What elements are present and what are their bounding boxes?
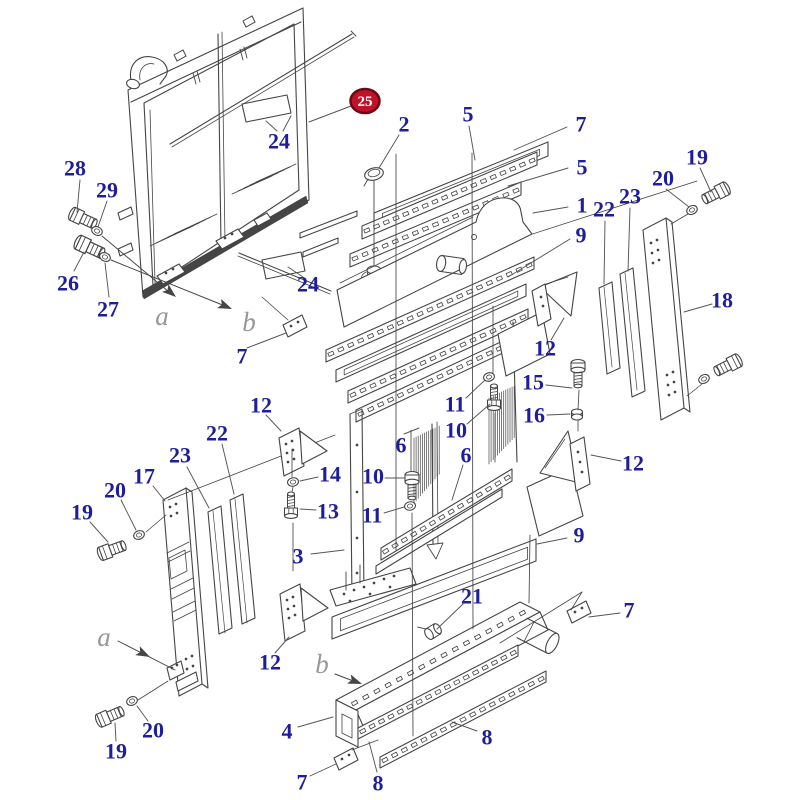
bracket-12-bottom-left	[279, 583, 329, 642]
bracket-12-left	[278, 427, 328, 477]
assembled-radiator	[117, 7, 310, 300]
part-callout-15-20: 15	[522, 370, 544, 395]
part-callout-8-44: 8	[482, 725, 493, 750]
part-callout-19-13: 19	[686, 145, 708, 170]
part-callout-6-25: 6	[461, 443, 472, 468]
part-callout-3-36: 3	[293, 544, 304, 569]
highlight-badge-text: 25	[358, 94, 373, 110]
letter-label-b-3: b	[315, 649, 329, 679]
part-callout-12-17: 12	[534, 336, 556, 361]
core-3	[329, 321, 518, 607]
bottom-plates-8	[357, 644, 547, 769]
part-callout-5-8: 5	[577, 155, 588, 180]
part-callout-21-39: 21	[461, 584, 483, 609]
part-callout-23-11: 23	[619, 184, 641, 209]
right-bolt-group	[429, 180, 743, 397]
part-callout-20-46: 20	[142, 718, 164, 743]
part-callout-26-2: 26	[57, 271, 79, 296]
part-callout-2-5: 2	[399, 112, 410, 137]
strip-23-left	[207, 505, 233, 635]
part-callout-6-24: 6	[396, 433, 407, 458]
side-panel-right-18	[642, 217, 691, 421]
part-callout-12-19: 12	[622, 451, 644, 476]
part-callout-23-32: 23	[169, 443, 191, 468]
part-callout-13-29: 13	[317, 499, 339, 524]
part-callout-18-18: 18	[711, 288, 733, 313]
part-callout-11-22: 11	[445, 392, 466, 417]
part-callout-24-4: 24	[268, 129, 290, 154]
tie-rod-24	[169, 30, 357, 321]
part-callout-11-27: 11	[362, 503, 383, 528]
part-callout-10-23: 10	[445, 418, 467, 443]
gasket-9-lower	[331, 538, 537, 640]
part-callout-9-14: 9	[576, 223, 587, 248]
part-callout-22-33: 22	[206, 421, 228, 446]
part-callout-7-42: 7	[297, 770, 308, 795]
letter-labels: a b a b	[97, 301, 329, 679]
strip-23-right	[619, 267, 646, 398]
strip-22-right	[598, 281, 621, 375]
bracket-12-upper	[497, 271, 578, 377]
drain-fitting-21	[417, 623, 442, 640]
part-callout-29-1: 29	[96, 178, 118, 203]
part-callout-7-16: 7	[237, 344, 248, 369]
part-callout-19-45: 19	[105, 739, 127, 764]
direction-arrows	[101, 235, 362, 684]
leader-lines	[73, 105, 713, 777]
left-panel-bolt-group	[94, 514, 169, 728]
highlight-badge-25: 25	[349, 87, 381, 115]
strip-22-left	[229, 493, 256, 625]
part-callout-8-43: 8	[373, 771, 384, 796]
letter-label-a-2: a	[97, 622, 111, 652]
part-callout-7-40: 7	[624, 598, 635, 623]
upper-gaskets	[325, 256, 535, 423]
part-callout-4-41: 4	[282, 719, 293, 744]
part-callout-20-34: 20	[104, 478, 126, 503]
part-callout-24-15: 24	[297, 272, 319, 297]
part-callout-20-12: 20	[652, 166, 674, 191]
top-plates	[299, 141, 549, 268]
bracket-12-right	[526, 430, 591, 537]
top-tank-1	[336, 197, 533, 328]
part-callout-22-10: 22	[593, 197, 615, 222]
part-callout-12-30: 12	[250, 393, 272, 418]
part-callout-12-37: 12	[259, 650, 281, 675]
bottom-tank-4	[335, 601, 560, 748]
core-hardware	[283, 358, 586, 519]
part-callout-9-38: 9	[574, 523, 585, 548]
part-callout-7-7: 7	[576, 112, 587, 137]
part-callout-10-26: 10	[362, 464, 384, 489]
part-callout-14-28: 14	[319, 462, 341, 487]
left-bolt-group	[68, 206, 111, 263]
part-callout-17-31: 17	[133, 464, 155, 489]
assembly-axis-lines	[291, 152, 580, 737]
part-callout-16-21: 16	[523, 403, 545, 428]
part-callout-27-3: 27	[97, 297, 119, 322]
part-callout-1-9: 1	[577, 193, 588, 218]
letter-label-b-1: b	[242, 307, 256, 337]
part-callout-5-6: 5	[463, 102, 474, 127]
side-panel-left-17	[162, 434, 336, 697]
part-callout-28-0: 28	[64, 156, 86, 181]
part-callout-19-35: 19	[71, 500, 93, 525]
letter-label-a-0: a	[155, 301, 169, 331]
small-plates-7	[282, 314, 592, 771]
